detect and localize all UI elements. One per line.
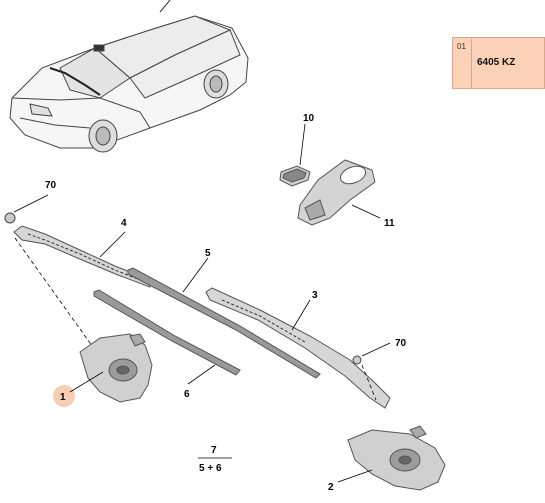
reference-code: 6405 KZ (477, 57, 516, 68)
callout-4: 4 (121, 218, 127, 229)
callout-3: 3 (312, 290, 318, 301)
part-11-cover (297, 159, 376, 226)
bolt-70-left (4, 212, 16, 224)
part-3-wiper-arm (205, 287, 391, 409)
reference-index: 01 (457, 42, 466, 51)
part-5-wiper-blade (127, 267, 321, 379)
part-6-wiper-blade (93, 289, 241, 376)
part-10-cap (279, 165, 311, 187)
part-2-wiper-motor (347, 425, 446, 491)
callout-7-formula: 5 + 6 (199, 463, 222, 474)
part-1-wiper-motor (79, 333, 153, 403)
reference-separator (471, 38, 472, 88)
callout-5: 5 (205, 248, 211, 259)
bolt-70-right (352, 355, 362, 365)
callout-7: 7 (211, 445, 217, 456)
callout-2: 2 (328, 482, 334, 493)
callout-11: 11 (384, 218, 395, 229)
callout-10: 10 (303, 113, 315, 124)
part-4-wiper-arm (13, 225, 151, 288)
callout-70-right: 70 (395, 338, 407, 349)
callout-70-left: 70 (45, 180, 57, 191)
callout-1: 1 (60, 392, 66, 403)
callout-6: 6 (184, 389, 190, 400)
reference-box: 01 6405 KZ (452, 37, 545, 89)
car-illustration (9, 0, 249, 153)
highlight-circle (53, 385, 75, 407)
